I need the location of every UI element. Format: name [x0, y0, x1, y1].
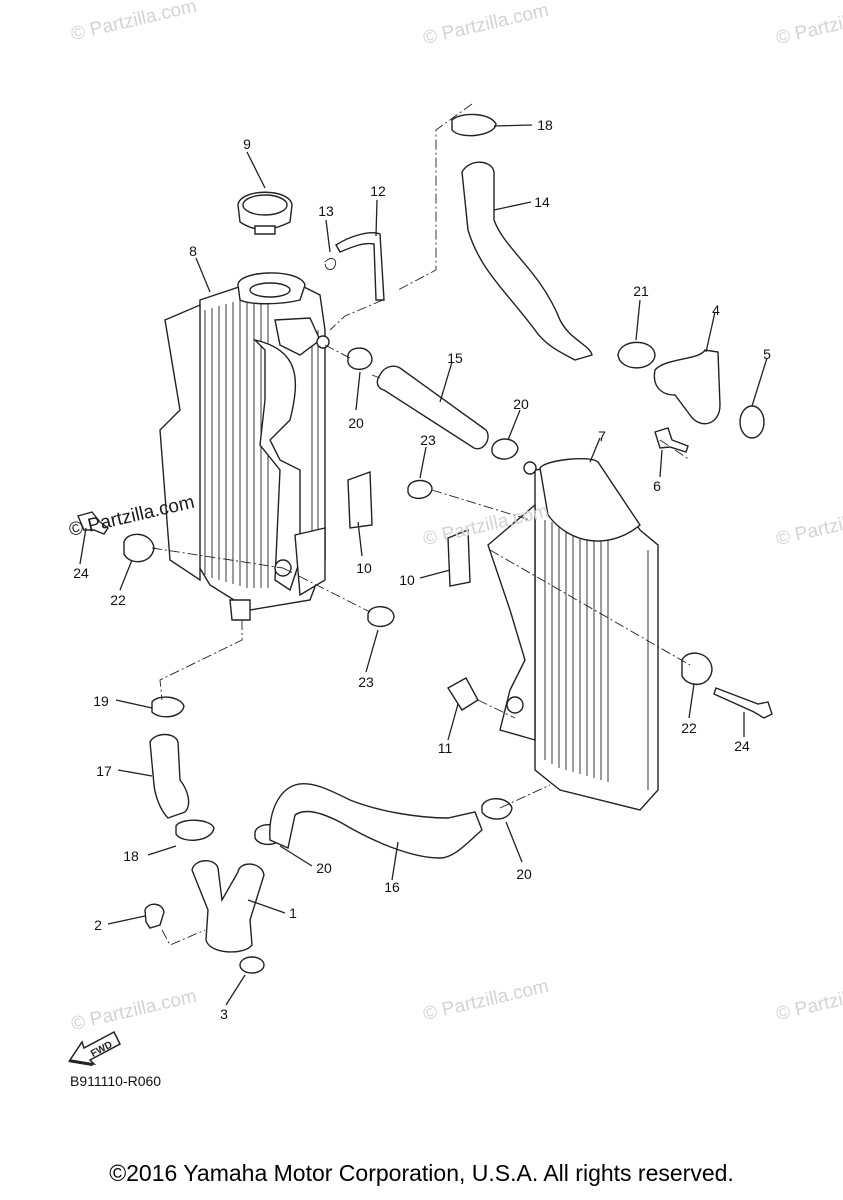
- clip-13: [324, 258, 337, 271]
- o-ring-5: [739, 405, 765, 439]
- callout-24: 24: [734, 738, 750, 754]
- grommet-23-a: [407, 479, 433, 499]
- callout-20: 20: [316, 860, 332, 876]
- radiator-cap: [237, 191, 293, 235]
- reference-code: B911110-R060: [70, 1073, 162, 1089]
- hose-12: [335, 232, 385, 301]
- clamp-18-upper: [451, 113, 497, 137]
- callout-16: 16: [384, 879, 400, 895]
- joint-4: [653, 349, 721, 425]
- copyright-notice: ©2016 Yamaha Motor Corporation, U.S.A. A…: [109, 1160, 734, 1186]
- pipe-1: [191, 860, 265, 953]
- callout-19: 19: [93, 693, 109, 709]
- callout-4: 4: [712, 302, 720, 318]
- damper-11: [447, 677, 479, 711]
- callout-12: 12: [370, 183, 386, 199]
- callout-10: 10: [399, 572, 415, 588]
- callout-6: 6: [653, 478, 661, 494]
- clamp-19: [151, 696, 185, 718]
- callout-9: 9: [243, 136, 251, 152]
- hose-14: [461, 161, 593, 361]
- callout-20: 20: [513, 396, 529, 412]
- callout-23: 23: [358, 674, 374, 690]
- callout-23: 23: [420, 432, 436, 448]
- bolt-2: [144, 903, 165, 929]
- clamp-20-a: [347, 347, 373, 370]
- callout-20: 20: [348, 415, 364, 431]
- callout-24: 24: [73, 565, 89, 581]
- leader-lines: [79, 124, 768, 1006]
- grommet-23-b: [367, 606, 395, 627]
- right-radiator: [487, 457, 659, 811]
- clamp-20-d: [481, 798, 513, 820]
- callout-18: 18: [123, 848, 139, 864]
- callout-7: 7: [598, 428, 606, 444]
- callout-22: 22: [681, 720, 697, 736]
- fwd-arrow-icon: FWD: [68, 1030, 121, 1066]
- damper-10-a: [347, 471, 373, 529]
- callout-5: 5: [763, 346, 771, 362]
- clamp-21: [617, 341, 656, 369]
- callout-22: 22: [110, 592, 126, 608]
- collar-22-b: [681, 652, 713, 685]
- callout-14: 14: [534, 194, 550, 210]
- collar-22-a: [123, 533, 155, 563]
- hose-15: [376, 365, 489, 450]
- callout-3: 3: [220, 1006, 228, 1022]
- hose-17: [149, 733, 190, 819]
- callout-1: 1: [289, 905, 297, 921]
- bolt-6: [654, 427, 689, 453]
- callout-15: 15: [447, 350, 463, 366]
- o-ring-3: [239, 956, 265, 974]
- callout-11: 11: [437, 740, 453, 756]
- callout-8: 8: [189, 243, 197, 259]
- assembly-lines: [151, 103, 691, 946]
- callout-21: 21: [633, 283, 649, 299]
- bolt-24-b: [713, 687, 773, 719]
- callout-13: 13: [318, 203, 334, 219]
- callout-10: 10: [356, 560, 372, 576]
- callout-18: 18: [537, 117, 553, 133]
- hose-16: [269, 783, 483, 859]
- callout-2: 2: [94, 917, 102, 933]
- clamp-20-b: [491, 438, 519, 460]
- left-radiator: [159, 272, 330, 621]
- callout-20: 20: [516, 866, 532, 882]
- callout-17: 17: [96, 763, 112, 779]
- clamp-18-lower: [175, 819, 215, 841]
